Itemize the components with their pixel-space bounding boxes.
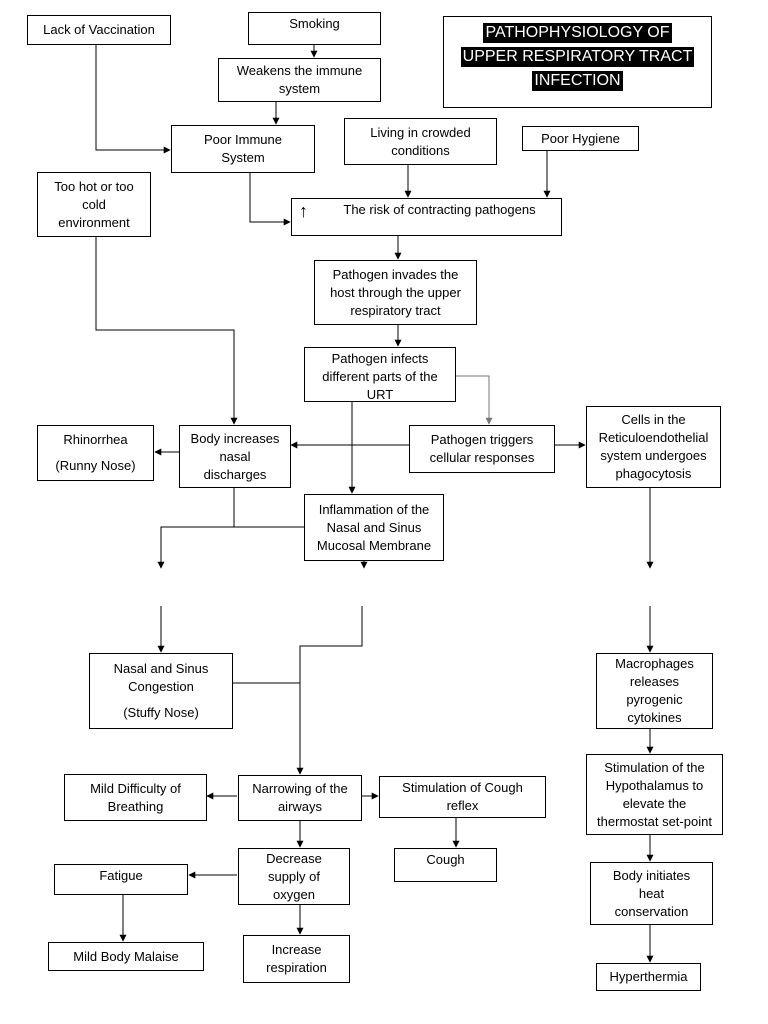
node-poor-immune: Poor Immune System bbox=[171, 125, 315, 173]
node-weakens-immune: Weakens the immune system bbox=[218, 58, 381, 102]
node-mild-difficulty: Mild Difficulty of Breathing bbox=[64, 774, 207, 821]
node-rhinorrhea: Rhinorrhea (Runny Nose) bbox=[37, 425, 154, 481]
title-line-1: PATHOPHYSIOLOGY OF bbox=[483, 23, 672, 43]
title-line-2: UPPER RESPIRATORY TRACT bbox=[460, 47, 695, 67]
node-pathogen-infects: Pathogen infects different parts of the … bbox=[304, 347, 456, 402]
node-congestion: Nasal and Sinus Congestion (Stuffy Nose) bbox=[89, 653, 233, 729]
node-fatigue: Fatigue bbox=[54, 864, 188, 895]
node-decrease-oxygen: Decrease supply of oxygen bbox=[238, 848, 350, 905]
node-poor-hygiene: Poor Hygiene bbox=[522, 126, 639, 151]
node-narrowing-airways: Narrowing of the airways bbox=[238, 775, 362, 821]
diagram-title: PATHOPHYSIOLOGY OF UPPER RESPIRATORY TRA… bbox=[443, 16, 712, 108]
node-crowded: Living in crowded conditions bbox=[344, 118, 497, 165]
node-hyperthermia: Hyperthermia bbox=[596, 963, 701, 991]
node-cough-reflex: Stimulation of Cough reflex bbox=[379, 776, 546, 818]
node-lack-of-vaccination: Lack of Vaccination bbox=[27, 15, 171, 45]
node-risk-pathogens: The risk of contracting pathogens ↑ bbox=[291, 198, 562, 236]
arrow-hotcold-to-discharges bbox=[95, 237, 238, 425]
node-reticuloendothelial: Cells in the Reticuloendothelial system … bbox=[586, 406, 721, 488]
up-arrow-icon: ↑ bbox=[299, 201, 308, 221]
node-increase-respiration: Increase respiration bbox=[243, 935, 350, 983]
node-pathogen-invades: Pathogen invades the host through the up… bbox=[314, 260, 477, 325]
arrow-vaccination-to-poor-immune bbox=[95, 44, 171, 154]
node-inflammation: Inflammation of the Nasal and Sinus Muco… bbox=[304, 494, 444, 561]
arrow-infects-to-triggers bbox=[456, 375, 493, 425]
node-heat-conservation: Body initiates heat conservation bbox=[590, 862, 713, 925]
arrow-discharges-split bbox=[157, 488, 235, 569]
title-line-3: INFECTION bbox=[532, 71, 623, 91]
node-hypothalamus: Stimulation of the Hypothalamus to eleva… bbox=[586, 754, 723, 835]
arrow-to-narrowing bbox=[296, 606, 363, 775]
node-cough: Cough bbox=[394, 848, 497, 882]
node-nasal-discharges: Body increases nasal discharges bbox=[179, 425, 291, 488]
node-cellular-responses: Pathogen triggers cellular responses bbox=[409, 425, 555, 473]
arrow-poor-immune-to-risk bbox=[249, 172, 291, 226]
node-smoking: Smoking bbox=[248, 12, 381, 45]
node-mild-body-malaise: Mild Body Malaise bbox=[48, 942, 204, 971]
node-hot-cold-environment: Too hot or too cold environment bbox=[37, 172, 151, 237]
node-macrophages: Macrophages releases pyrogenic cytokines bbox=[596, 653, 713, 729]
